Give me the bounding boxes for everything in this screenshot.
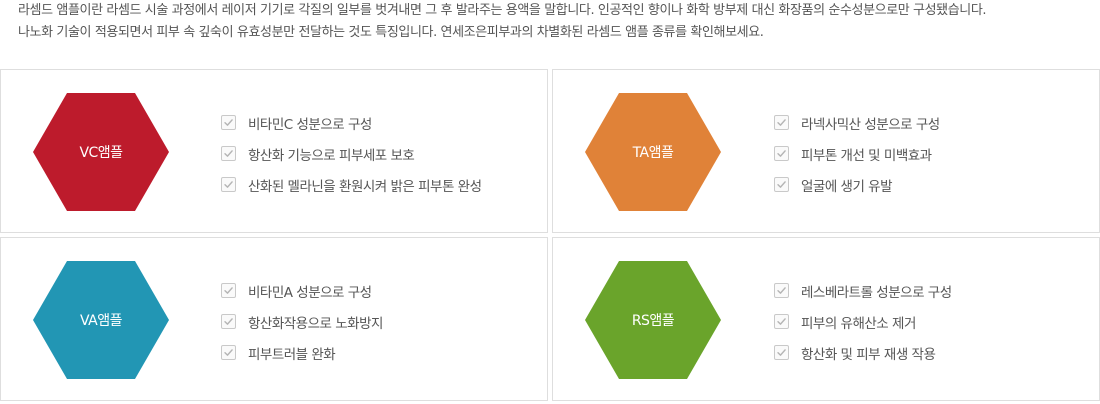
checkbox-check-icon	[221, 283, 236, 298]
feature-list: 라넥사믹산 성분으로 구성 피부톤 개선 및 미백효과 얼굴에 생기 유발	[774, 107, 940, 200]
product-card-rs: RS앰플 레스베라트롤 성분으로 구성 피부의 유해산소 제거 항산화 및 피부…	[552, 237, 1100, 401]
feature-text: 피부톤 개선 및 미백효과	[801, 147, 932, 164]
feature-text: 피부트러블 완화	[248, 346, 336, 363]
list-item: 피부톤 개선 및 미백효과	[774, 138, 940, 169]
list-item: 항산화 및 피부 재생 작용	[774, 337, 952, 368]
list-item: 산화된 멜라닌을 환원시켜 밝은 피부톤 완성	[221, 169, 482, 200]
feature-list: 레스베라트롤 성분으로 구성 피부의 유해산소 제거 항산화 및 피부 재생 작…	[774, 275, 952, 368]
intro-line-1: 라셈드 앰플이란 라셈드 시술 과정에서 레이저 기기로 각질의 일부를 벗겨내…	[18, 3, 987, 18]
feature-text: 레스베라트롤 성분으로 구성	[801, 284, 952, 301]
list-item: 항산화 기능으로 피부세포 보호	[221, 138, 482, 169]
list-item: 피부의 유해산소 제거	[774, 306, 952, 337]
product-badge-va: VA앰플	[33, 261, 169, 379]
feature-text: 비타민C 성분으로 구성	[248, 116, 372, 133]
list-item: 얼굴에 생기 유발	[774, 169, 940, 200]
product-name: RS앰플	[631, 313, 675, 329]
list-item: 레스베라트롤 성분으로 구성	[774, 275, 952, 306]
product-name: VC앰플	[79, 145, 123, 161]
checkbox-check-icon	[774, 345, 789, 360]
checkbox-check-icon	[221, 115, 236, 130]
list-item: 비타민A 성분으로 구성	[221, 275, 383, 306]
product-name: TA앰플	[632, 145, 674, 161]
product-badge-rs: RS앰플	[585, 261, 721, 379]
list-item: 비타민C 성분으로 구성	[221, 107, 482, 138]
feature-text: 라넥사믹산 성분으로 구성	[801, 116, 940, 133]
feature-text: 비타민A 성분으로 구성	[248, 284, 372, 301]
intro-line-2: 나노화 기술이 적용되면서 피부 속 깊숙이 유효성분만 전달하는 것도 특징입…	[18, 25, 764, 40]
checkbox-check-icon	[221, 146, 236, 161]
feature-text: 산화된 멜라닌을 환원시켜 밝은 피부톤 완성	[248, 178, 482, 195]
product-badge-vc: VC앰플	[33, 93, 169, 211]
feature-text: 피부의 유해산소 제거	[801, 315, 916, 332]
list-item: 피부트러블 완화	[221, 337, 383, 368]
product-card-va: VA앰플 비타민A 성분으로 구성 항산화작용으로 노화방지 피부트러블 완화	[0, 237, 548, 401]
list-item: 항산화작용으로 노화방지	[221, 306, 383, 337]
feature-text: 항산화작용으로 노화방지	[248, 315, 383, 332]
product-name: VA앰플	[79, 313, 123, 329]
checkbox-check-icon	[221, 177, 236, 192]
product-card-ta: TA앰플 라넥사믹산 성분으로 구성 피부톤 개선 및 미백효과 얼굴에 생기 …	[552, 69, 1100, 233]
product-card-vc: VC앰플 비타민C 성분으로 구성 항산화 기능으로 피부세포 보호 산화된 멜…	[0, 69, 548, 233]
checkbox-check-icon	[774, 146, 789, 161]
feature-text: 항산화 및 피부 재생 작용	[801, 346, 936, 363]
checkbox-check-icon	[774, 177, 789, 192]
intro-text: 라셈드 앰플이란 라셈드 시술 과정에서 레이저 기기로 각질의 일부를 벗겨내…	[18, 0, 987, 44]
list-item: 라넥사믹산 성분으로 구성	[774, 107, 940, 138]
checkbox-check-icon	[774, 283, 789, 298]
product-badge-ta: TA앰플	[585, 93, 721, 211]
feature-list: 비타민C 성분으로 구성 항산화 기능으로 피부세포 보호 산화된 멜라닌을 환…	[221, 107, 482, 200]
checkbox-check-icon	[221, 345, 236, 360]
checkbox-check-icon	[774, 314, 789, 329]
feature-text: 얼굴에 생기 유발	[801, 178, 893, 195]
feature-list: 비타민A 성분으로 구성 항산화작용으로 노화방지 피부트러블 완화	[221, 275, 383, 368]
checkbox-check-icon	[221, 314, 236, 329]
checkbox-check-icon	[774, 115, 789, 130]
feature-text: 항산화 기능으로 피부세포 보호	[248, 147, 415, 164]
